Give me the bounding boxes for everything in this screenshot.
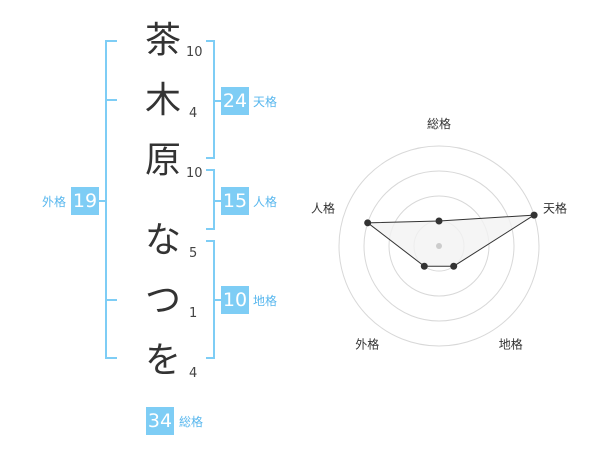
radar-axis-label-3: 地格	[499, 337, 523, 352]
tenkaku-bracket	[206, 40, 215, 159]
radar-point-2	[530, 211, 538, 219]
radar-point-5	[364, 219, 372, 227]
radar-point-1	[435, 217, 443, 225]
radar-ring	[338, 145, 540, 347]
radar-axis-label-5: 人格	[311, 200, 335, 215]
name-char-1: 茶	[144, 20, 181, 61]
radar-series-polygon	[366, 214, 535, 267]
gaikaku-bracket	[105, 40, 117, 359]
name-char-4: な	[144, 220, 181, 261]
soukaku-label: 総格	[179, 415, 204, 429]
radar-ring	[388, 195, 490, 297]
stroke-count-1: 10	[186, 45, 203, 60]
radar-center-dot	[436, 243, 442, 249]
radar-point-3	[450, 262, 458, 270]
jinkaku-value-badge: 15	[221, 187, 249, 215]
name-char-6: を	[144, 340, 181, 381]
jinkaku-label: 人格	[253, 195, 278, 209]
stroke-count-2: 4	[189, 106, 198, 121]
stroke-count-5: 1	[189, 306, 198, 321]
radar-axis-label-4: 外格	[355, 337, 379, 352]
tenkaku-value-badge: 24	[221, 87, 249, 115]
stroke-count-6: 4	[189, 366, 198, 381]
radar-axis-label-1: 総格	[427, 116, 451, 131]
radar-ring	[363, 170, 515, 322]
name-char-5: つ	[144, 280, 181, 321]
chikaku-label: 地格	[253, 294, 278, 308]
gaikaku-value-badge: 19	[71, 187, 99, 215]
name-char-3: 原	[144, 140, 181, 181]
stroke-count-4: 5	[189, 246, 198, 261]
radar-axis-label-2: 天格	[543, 200, 567, 215]
soukaku-value-badge: 34	[146, 407, 174, 435]
chikaku-value-badge: 10	[221, 286, 249, 314]
gaikaku-label: 外格	[42, 195, 67, 209]
stroke-count-3: 10	[186, 166, 203, 181]
radar-point-4	[420, 262, 428, 270]
jinkaku-bracket	[206, 169, 215, 230]
name-char-2: 木	[144, 80, 181, 121]
tenkaku-label: 天格	[253, 95, 278, 109]
